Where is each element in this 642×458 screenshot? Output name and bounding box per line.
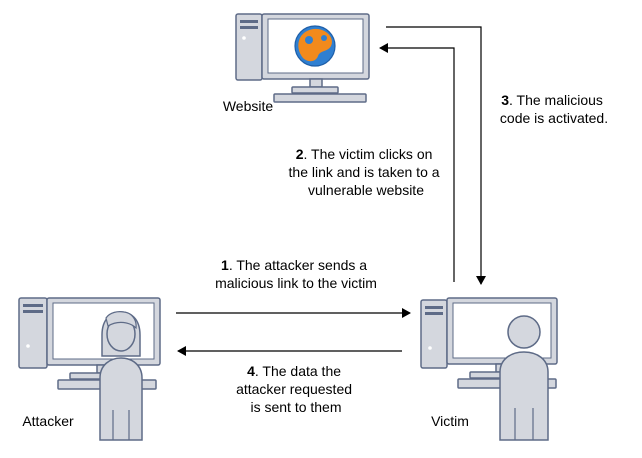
victim-label: Victim bbox=[431, 413, 469, 429]
attacker-label: Attacker bbox=[22, 413, 74, 429]
victim-person-icon bbox=[499, 315, 549, 441]
globe-icon bbox=[294, 25, 336, 67]
website-label: Website bbox=[223, 98, 274, 114]
arrow-step-2 bbox=[379, 43, 455, 282]
attacker-person-icon bbox=[99, 311, 143, 441]
step-2-label: 2. The victim clicks on the link and is … bbox=[289, 146, 444, 198]
arrow-step-3 bbox=[386, 26, 486, 285]
step-1-label: 1. The attacker sends a malicious link t… bbox=[215, 257, 377, 291]
step-3-label: 3. The malicious code is activated. bbox=[500, 92, 608, 126]
step-4-label: 4. The data the attacker requested is se… bbox=[236, 363, 356, 415]
